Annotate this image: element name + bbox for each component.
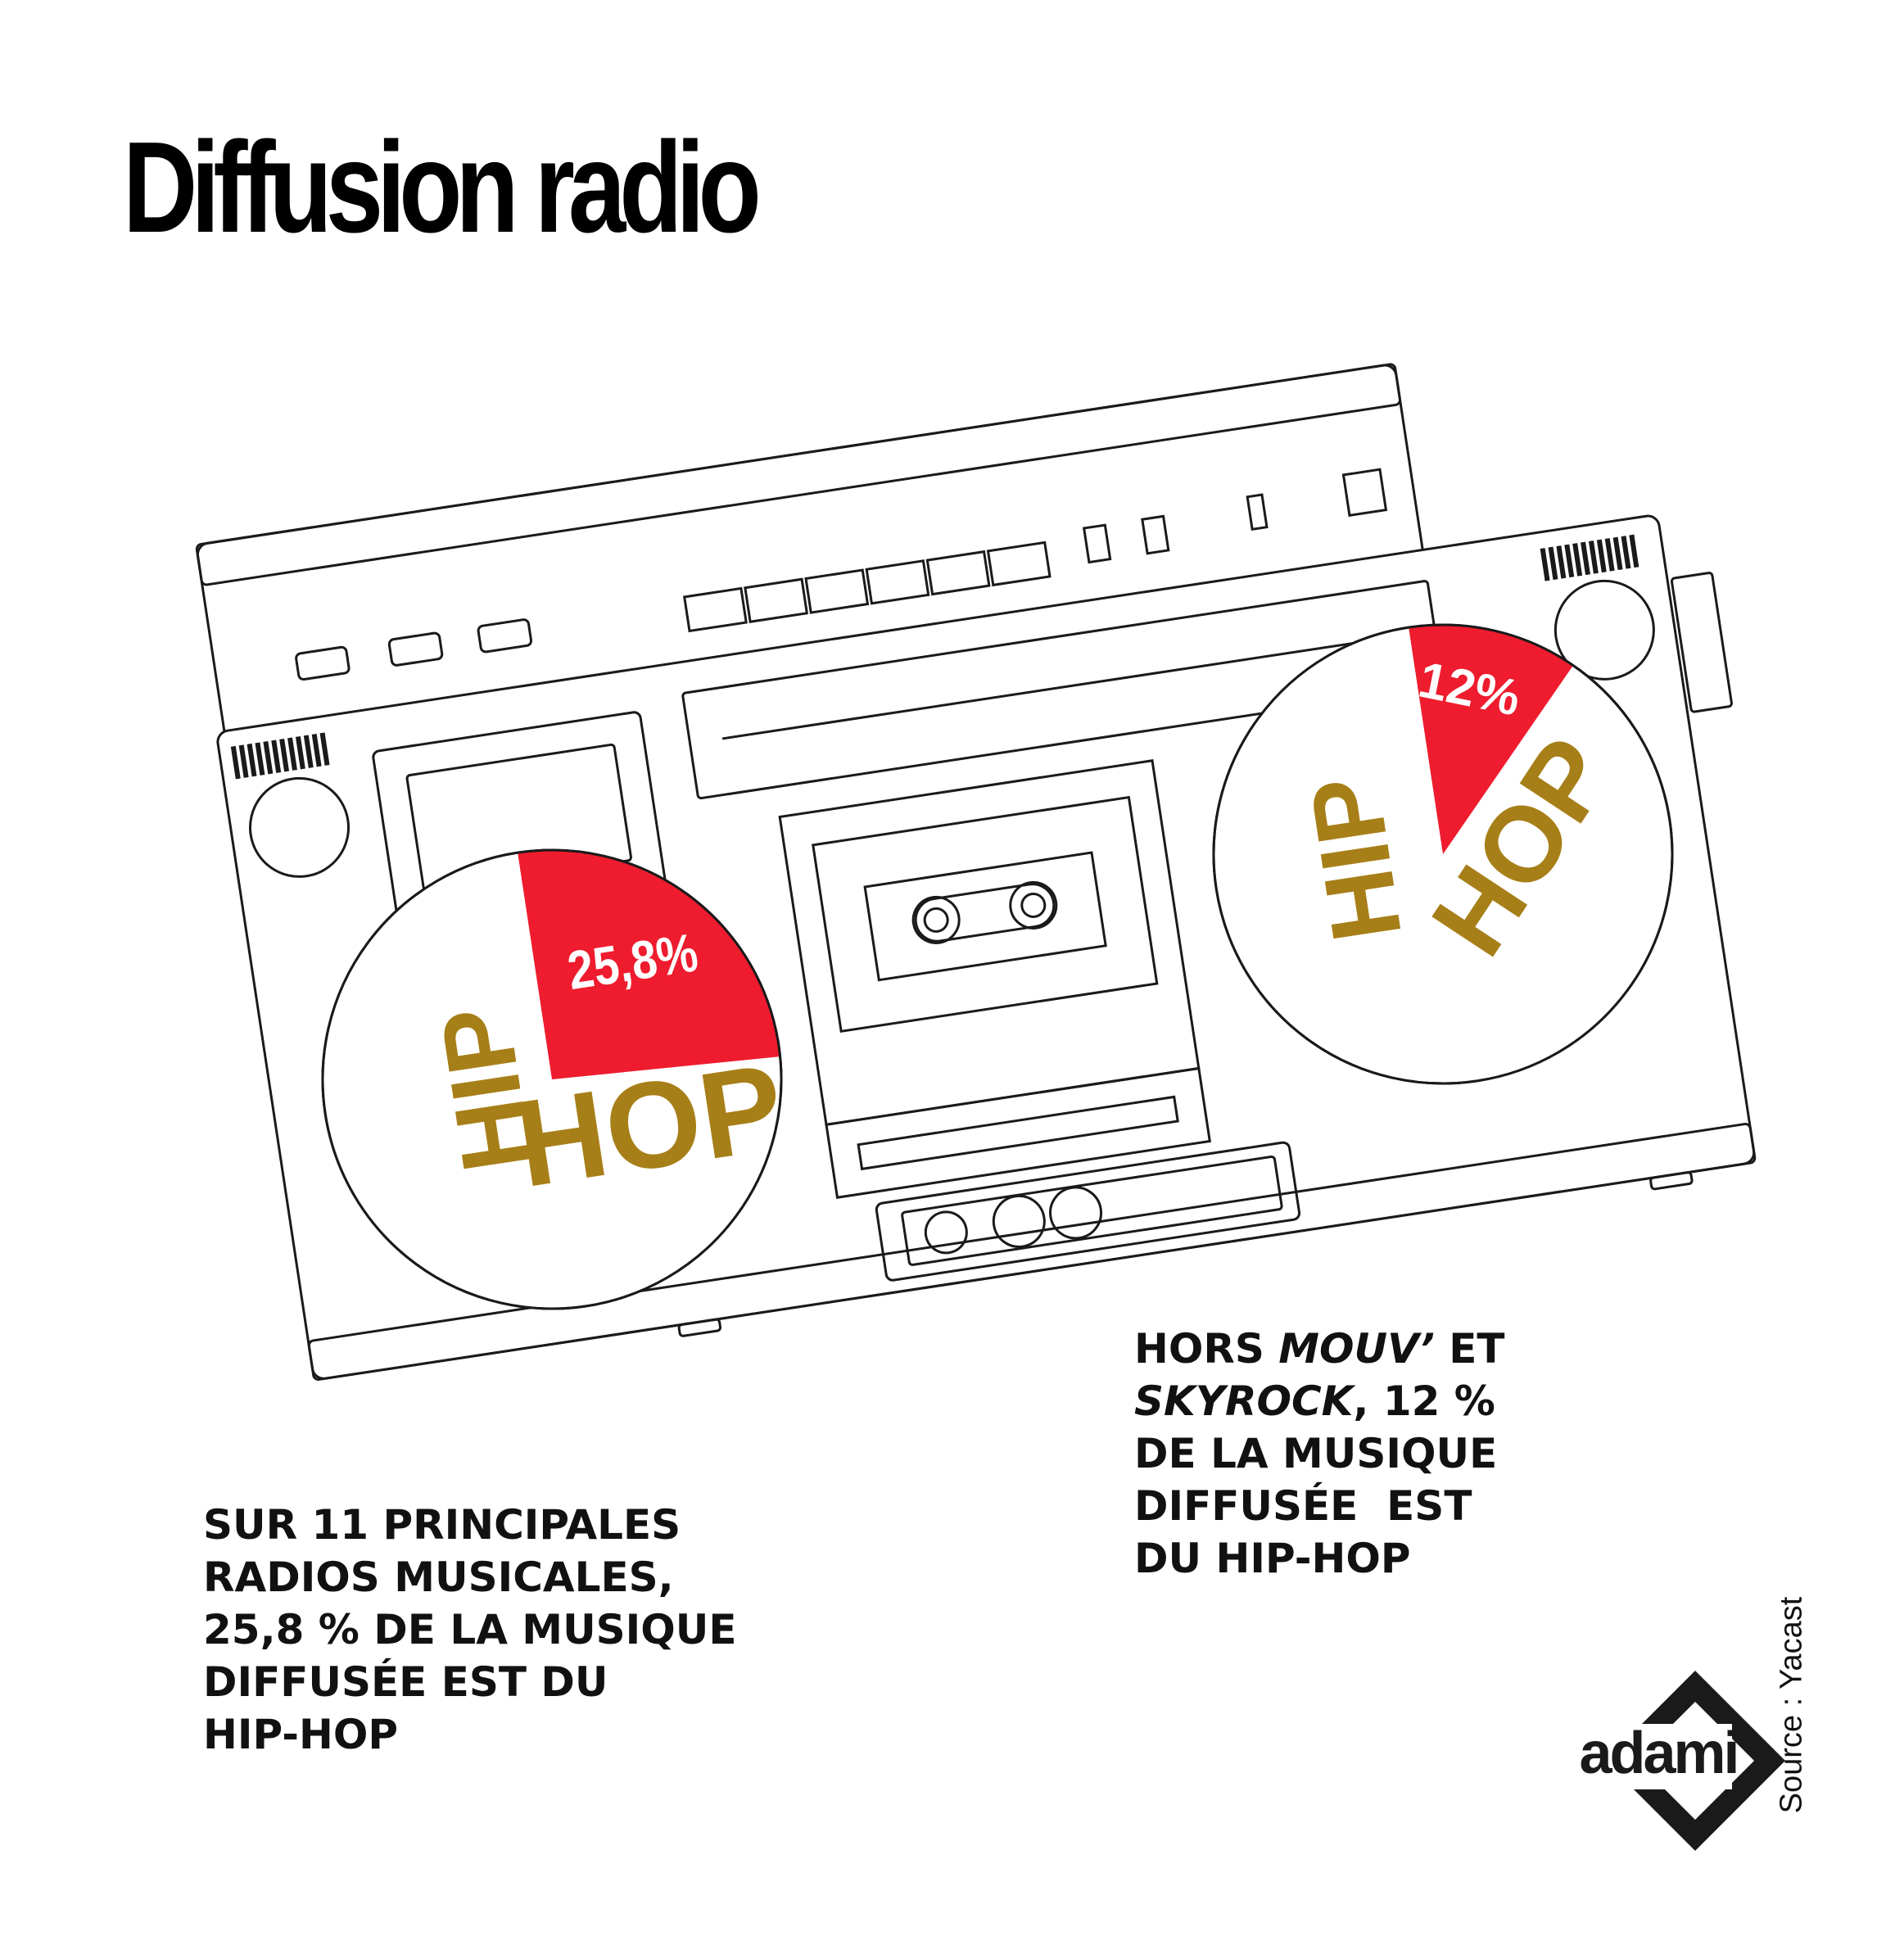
tweeter-right [1554,579,1655,681]
pie-right-hip-label: HIP [1289,770,1422,948]
caption-left-line: RADIOS MUSICALES, [203,1554,674,1601]
pie-right-hiphop-slice [1409,625,1573,854]
caption-right-text: , 12 % [1353,1377,1495,1425]
caption-right-line: DU HIP-HOP [1134,1535,1411,1582]
adami-logo: adami [1579,1671,1785,1851]
source-note: Source : Yacast [1774,1596,1809,1814]
pie-chart-right: 12% HIP HOP [1212,623,1674,1085]
cassette [863,851,1107,982]
caption-left-line: 25,8 % DE LA MUSIQUE [203,1606,737,1653]
knob-panel [875,1141,1301,1282]
caption-right: HORS MOUV’ ET SKYROCK, 12 % DE LA MUSIQU… [1134,1323,1505,1585]
caption-left-line: DIFFUSÉE EST DU [203,1658,608,1706]
caption-right-text: ET [1434,1325,1505,1373]
speaker-grill-left [230,732,330,780]
boombox-bottom-rail [307,1122,1757,1381]
caption-right-line: DIFFUSÉE EST [1134,1482,1472,1530]
top-buttons [295,468,1388,681]
caption-right-station-skyrock: SKYROCK [1134,1377,1354,1425]
pie-chart-left: 25,8% HIP HOP [321,848,792,1310]
page-title: Diffusion radio [123,115,762,260]
caption-left-line: HIP-HOP [203,1711,398,1758]
caption-right-text: HORS [1134,1325,1279,1373]
speaker-grill-right [1540,534,1639,581]
pie-left-hiphop-slice [518,850,780,1079]
adami-logo-text: adami [1579,1721,1737,1786]
boombox-top-rail [195,363,1402,586]
caption-left: SUR 11 PRINCIPALES RADIOS MUSICALES, 25,… [203,1499,737,1761]
caption-right-line: SKYROCK, 12 % [1134,1375,1505,1427]
caption-right-station-mouv: MOUV’ [1278,1325,1435,1373]
caption-right-line: HORS MOUV’ ET [1134,1323,1505,1375]
caption-left-line: SUR 11 PRINCIPALES [203,1501,681,1549]
caption-right-line: DE LA MUSIQUE [1134,1430,1498,1477]
tweeter-left [249,776,350,878]
pie-left-hip-label: HIP [420,1000,553,1178]
